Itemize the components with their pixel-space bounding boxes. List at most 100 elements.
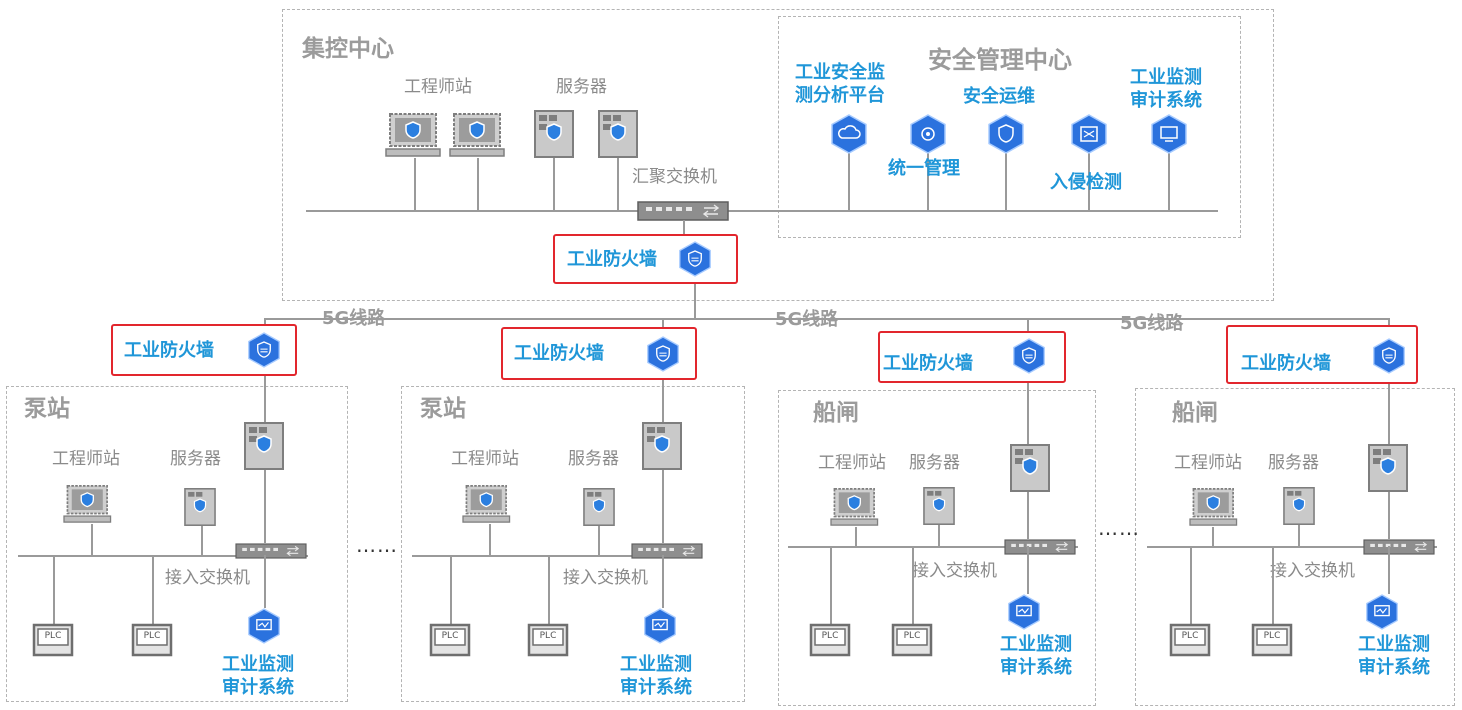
- security-ops-hex-icon: [988, 114, 1024, 154]
- security-management-center-frame: [778, 16, 1241, 238]
- site-4-title: 船闸: [1172, 400, 1218, 426]
- audit-system-hex-icon: [1151, 114, 1187, 154]
- site-4-frame: [1135, 388, 1455, 706]
- central-control-center-title: 集控中心: [302, 36, 394, 62]
- site-2-plc2-icon: PLC: [527, 623, 569, 657]
- site-3-access-switch-label: 接入交换机: [912, 561, 997, 581]
- site-1-drop-ws: [91, 524, 93, 555]
- center-engineer-station-label: 工程师站: [404, 77, 472, 97]
- site-1-drop-plc1: [53, 555, 55, 624]
- center-bus-line: [306, 210, 1218, 212]
- site-3-drop-plc1: [830, 546, 832, 624]
- site-4-drop-plc1: [1190, 546, 1192, 624]
- center-switch-to-fw: [683, 220, 685, 240]
- five-g-link-label-2: 5G线路: [775, 309, 839, 330]
- aggregation-switch-label: 汇聚交换机: [632, 167, 717, 187]
- center-server-2-icon: [598, 110, 638, 158]
- site-3-server-icon: [923, 487, 955, 525]
- site-1-audit-label: 工业监测 审计系统: [222, 654, 294, 698]
- ellipsis-left: ……: [356, 533, 398, 557]
- site-4-access-switch-icon: [1363, 539, 1435, 555]
- ellipsis-right: ……: [1098, 516, 1140, 540]
- center-drop-3: [553, 158, 555, 210]
- aggregation-switch-icon: [637, 201, 729, 221]
- site-3-bus: [788, 546, 1078, 548]
- site-2-bus: [412, 555, 702, 557]
- site-1-access-switch-icon: [235, 543, 307, 559]
- site-2-drop-audit: [662, 555, 664, 608]
- site-4-plc1-text: PLC: [1181, 631, 1199, 641]
- monitoring-platform-label: 工业安全监 测分析平台: [795, 62, 885, 106]
- site-1-engineer-station-label: 工程师站: [52, 449, 120, 469]
- five-g-link-label-3: 5G线路: [1120, 313, 1184, 334]
- site-2-drop-ws: [489, 524, 491, 555]
- site-2-access-switch-icon: [631, 543, 703, 559]
- site-4-drop-srv: [1298, 525, 1300, 546]
- unified-management-hex-icon: [910, 114, 946, 154]
- site-1-audit-hex-icon: [248, 608, 280, 644]
- sec-drop-5: [1168, 150, 1170, 210]
- center-drop-4: [617, 158, 619, 210]
- site-4-access-switch-label: 接入交换机: [1270, 561, 1355, 581]
- center-fw-down: [694, 284, 696, 319]
- center-workstation-2-icon: [449, 113, 505, 157]
- site-3-frame: [778, 390, 1096, 706]
- site-4-bus: [1147, 546, 1437, 548]
- center-firewall-label: 工业防火墙: [567, 249, 657, 270]
- site-1-plc1-text: PLC: [44, 631, 62, 641]
- site-4-drop-audit: [1388, 546, 1390, 594]
- site-4-audit-hex-icon: [1366, 594, 1398, 630]
- site-1-access-switch-label: 接入交换机: [165, 568, 250, 588]
- monitoring-platform-hex-icon: [831, 114, 867, 154]
- site-3-trunk-up: [1027, 318, 1029, 335]
- site-4-workstation-icon: [1189, 488, 1238, 526]
- site-3-firewall-label: 工业防火墙: [883, 353, 973, 374]
- site-1-gateway-server-icon: [244, 422, 284, 470]
- five-g-link-label-1: 5G线路: [322, 308, 386, 329]
- site-4-plc2-text: PLC: [1263, 631, 1281, 641]
- sec-drop-4: [1088, 150, 1090, 210]
- site-2-plc1-text: PLC: [441, 631, 459, 641]
- sec-drop-3: [1005, 150, 1007, 210]
- site-3-firewall-hex-icon: [1013, 338, 1045, 374]
- site-1-drop-plc2: [152, 555, 154, 624]
- site-3-plc2-icon: PLC: [891, 623, 933, 657]
- sec-drop-1: [848, 150, 850, 210]
- site-1-firewall-label: 工业防火墙: [124, 340, 214, 361]
- site-4-drop-ws: [1212, 527, 1214, 546]
- site-2-gateway-server-icon: [642, 422, 682, 470]
- site-2-firewall-label: 工业防火墙: [514, 343, 604, 364]
- site-1-workstation-icon: [63, 485, 112, 523]
- audit-system-label: 工业监测 审计系统: [1130, 67, 1202, 111]
- site-4-drop-plc2: [1272, 546, 1274, 624]
- site-1-title: 泵站: [24, 396, 70, 422]
- site-4-plc1-icon: PLC: [1169, 623, 1211, 657]
- site-1-plc1-icon: PLC: [32, 623, 74, 657]
- site-2-access-switch-label: 接入交换机: [563, 568, 648, 588]
- site-3-audit-hex-icon: [1008, 594, 1040, 630]
- site-2-audit-hex-icon: [644, 608, 676, 644]
- site-2-drop-plc2: [548, 555, 550, 624]
- site-3-drop-audit: [1027, 546, 1029, 594]
- site-3-server-label: 服务器: [909, 453, 960, 473]
- site-4-trunk-up: [1388, 318, 1390, 329]
- center-server-1-icon: [534, 110, 574, 158]
- site-1-bus: [18, 555, 308, 557]
- center-server-label: 服务器: [556, 77, 607, 97]
- site-3-gateway-server-icon: [1010, 444, 1050, 492]
- security-management-center-title: 安全管理中心: [928, 46, 1072, 74]
- site-4-firewall-hex-icon: [1373, 338, 1405, 374]
- site-2-plc2-text: PLC: [539, 631, 557, 641]
- site-2-plc1-icon: PLC: [429, 623, 471, 657]
- site-2-firewall-hex-icon: [647, 336, 679, 372]
- site-4-audit-label: 工业监测 审计系统: [1358, 634, 1430, 678]
- site-2-server-icon: [583, 488, 615, 526]
- site-2-workstation-icon: [462, 485, 511, 523]
- site-3-drop-ws: [855, 527, 857, 546]
- site-2-drop-srv: [598, 526, 600, 555]
- central-control-center-frame: [282, 9, 1274, 301]
- site-4-server-label: 服务器: [1268, 453, 1319, 473]
- center-workstation-1-icon: [385, 113, 441, 157]
- site-3-engineer-station-label: 工程师站: [818, 453, 886, 473]
- site-2-engineer-station-label: 工程师站: [451, 449, 519, 469]
